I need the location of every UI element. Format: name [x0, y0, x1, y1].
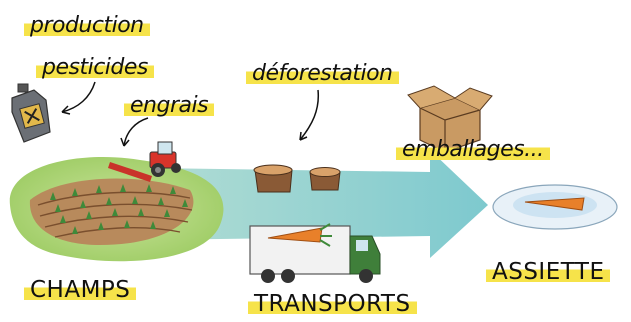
label-assiette: ASSIETTE [486, 260, 611, 284]
label-production: production [24, 14, 150, 38]
tractor-icon [108, 141, 181, 182]
tree-stumps-icon [253, 164, 341, 193]
label-engrais: engrais [124, 94, 215, 118]
pesticide-can-icon [11, 83, 51, 143]
label-transports: TRANSPORTS [248, 292, 417, 316]
label-deforestation: déforestation [246, 62, 399, 86]
carrot-icon [267, 223, 332, 247]
plate-icon [492, 184, 618, 230]
flow-arrow [150, 150, 488, 258]
label-pesticides: pesticides [36, 56, 154, 80]
pointer-arrows [61, 81, 320, 147]
label-champs: CHAMPS [24, 278, 137, 302]
label-emballages: emballages... [396, 138, 550, 162]
field-icon [9, 157, 224, 262]
